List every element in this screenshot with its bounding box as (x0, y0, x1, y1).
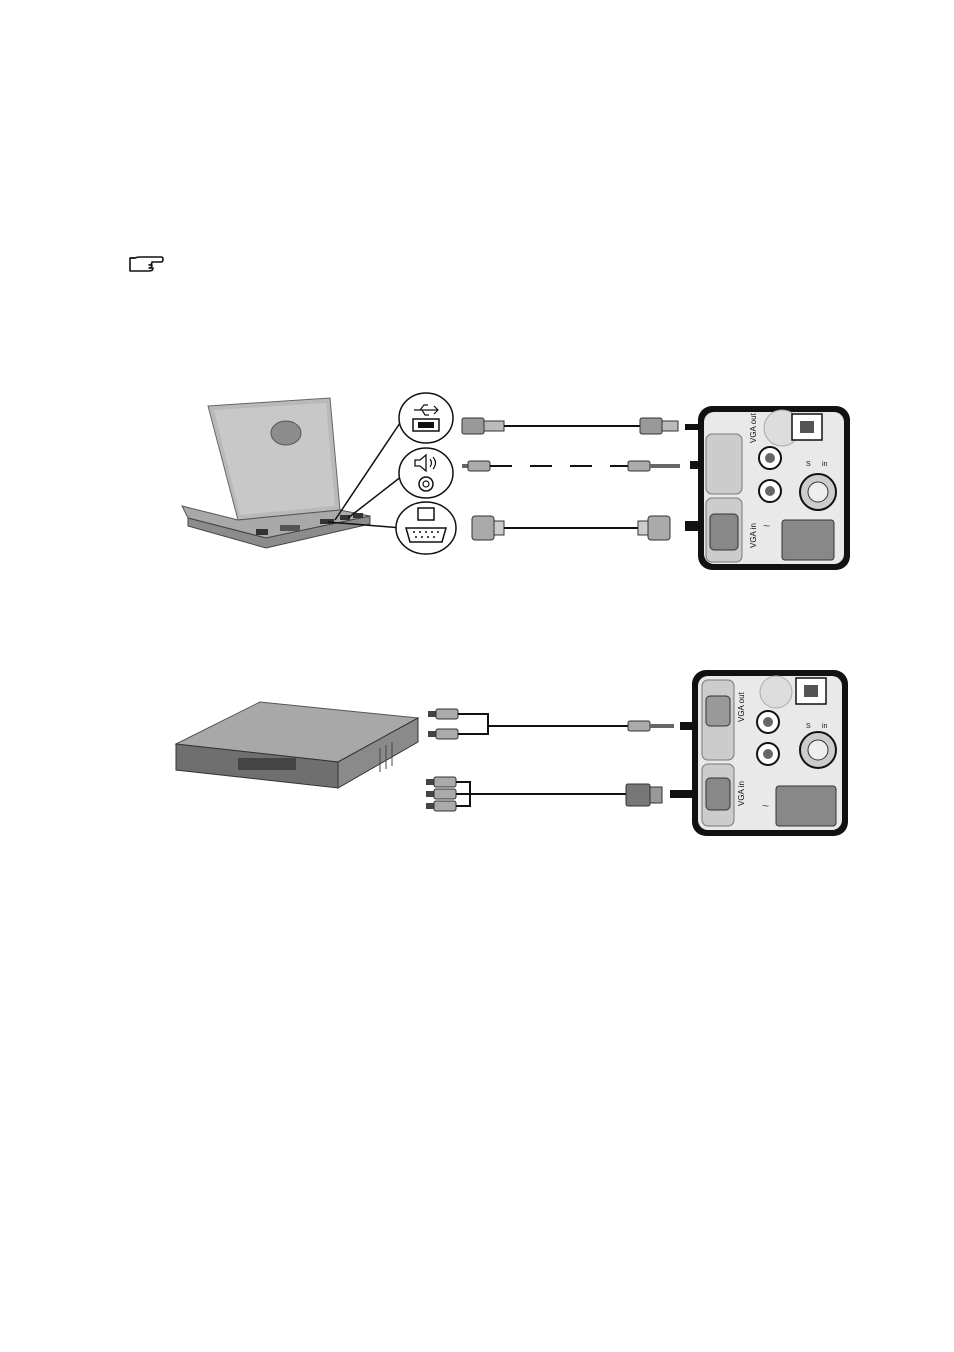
audio-rca-cable (428, 709, 674, 739)
vga-cable (472, 516, 670, 540)
svg-text:~: ~ (763, 519, 770, 533)
s-video-in-label: in (822, 461, 828, 468)
vga-out-label-2: VGA out (737, 691, 746, 722)
projector-panel-1: ~ VGA out VGA in S in (698, 406, 850, 570)
video-device-illustration (176, 702, 418, 788)
video-device-connection-diagram: ~ VGA out VGA in S in (170, 666, 860, 842)
projector-panel-2: ~ VGA out VGA in S in (692, 670, 848, 836)
audio-port-oval (399, 448, 453, 498)
usb-cable (462, 418, 678, 434)
usb-port-oval (399, 393, 453, 443)
laptop-connection-diagram: ~ VGA out VGA in S in (170, 388, 860, 578)
component-cable (426, 777, 662, 811)
audio-cable (462, 461, 680, 471)
s-video-prefix-label: S (806, 461, 811, 468)
vga-in-label-2: VGA in (737, 781, 746, 806)
svg-text:~: ~ (762, 799, 769, 813)
laptop-illustration (182, 398, 370, 548)
note-pointing-hand-icon (127, 252, 165, 274)
vga-in-label: VGA in (749, 523, 758, 548)
s-video-prefix-label-2: S (806, 723, 811, 730)
vga-port-oval (396, 502, 456, 554)
s-video-in-label-2: in (822, 723, 828, 730)
vga-out-label: VGA out (749, 412, 758, 443)
